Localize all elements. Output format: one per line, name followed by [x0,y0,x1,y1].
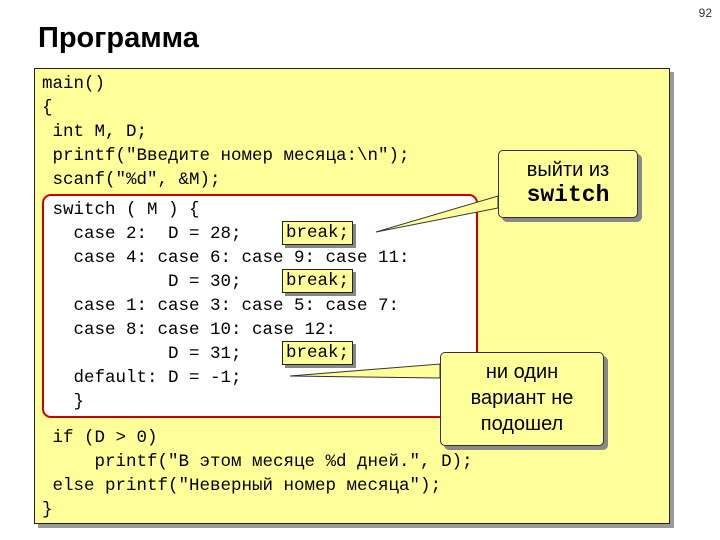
code-line-open-brace: { [42,98,53,118]
no-match-callout: ни один вариант не подошел [440,352,604,446]
slide-title: Программа [38,22,199,54]
code-line-printf-result: printf("В этом месяце %d дней.", D); [42,452,473,472]
code-line-declare: int M, D; [42,122,148,142]
code-line-assign-30: D = 30; [42,272,242,292]
no-match-callout-line-1: ни один [485,361,559,383]
code-line-main: main() [42,74,106,94]
code-line-default: default: D = -1; [42,368,242,388]
code-line-scanf: scanf("%d", &M); [42,170,221,190]
code-line-else: else printf("Неверный номер месяца"); [42,476,442,496]
exit-callout-text: выйти из [526,159,610,181]
code-line-case-31-days-b: case 8: case 10: case 12: [42,320,337,340]
code-line-printf-prompt: printf("Введите номер месяца:\n"); [42,146,410,166]
code-line-case-31-days-a: case 1: case 3: case 5: case 7: [42,296,400,316]
code-line-assign-31: D = 31; [42,344,242,364]
code-line-case-30-days: case 4: case 6: case 9: case 11: [42,248,410,268]
no-match-callout-line-3: подошел [480,413,564,435]
exit-callout-keyword: switch [526,182,610,208]
code-line-switch-close: } [42,392,85,412]
code-line-close-brace: } [42,500,53,520]
no-match-callout-line-2: вариант не [470,387,574,409]
break-statement-2: break; [282,269,354,293]
code-line-case-2: case 2: D = 28; [42,224,242,244]
code-line-if: if (D > 0) [42,428,158,448]
break-statement-1: break; [282,221,354,245]
break-statement-3: break; [282,341,354,365]
slide-number: 92 [698,6,712,20]
code-line-switch: switch ( M ) { [42,200,200,220]
exit-switch-callout: выйти из switch [498,150,638,218]
